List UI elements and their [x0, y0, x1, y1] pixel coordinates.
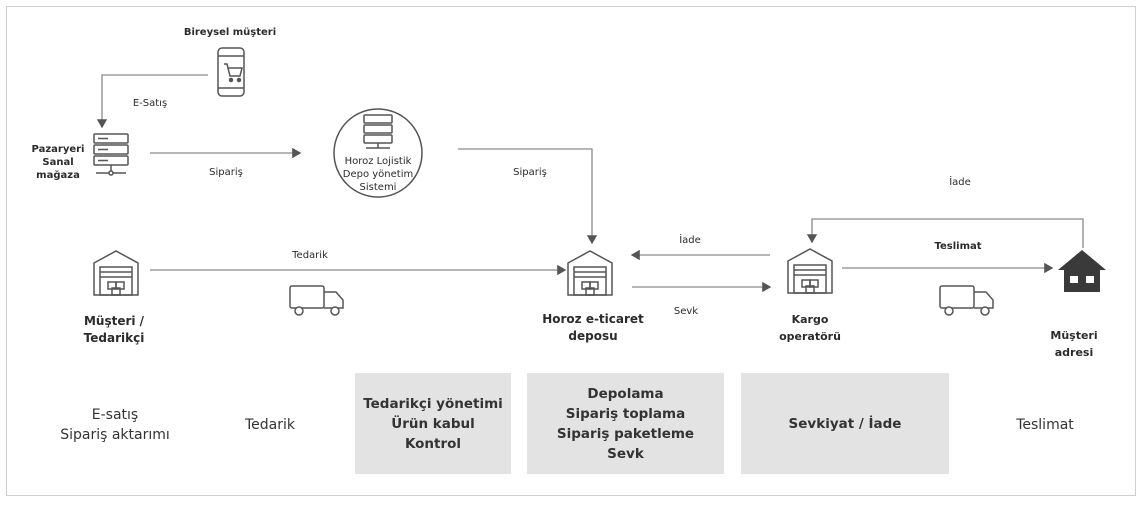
label-pazaryeri-line2: Sanal mağaza — [36, 157, 80, 181]
box-urun-kabul: Ürün kabul — [391, 415, 475, 432]
label-kargo-operatoru: Kargo operatörü — [762, 311, 858, 345]
band-e-satis-line1: E-satış — [91, 407, 139, 423]
arrow-iade-2 — [806, 218, 1084, 248]
arrow-label-siparis-1: Sipariş — [209, 167, 243, 178]
arrow-label-siparis-2: Sipariş — [513, 167, 547, 178]
label-kargo-line2: operatörü — [779, 330, 841, 343]
arrow-label-iade-1: İade — [679, 235, 701, 246]
box-tedarikci-yonetimi: Tedarikçi yönetimi Ürün kabul Kontrol — [355, 373, 511, 474]
label-pazaryeri: Pazaryeri Sanal mağaza — [20, 143, 96, 182]
warehouse-icon-kargo — [787, 248, 833, 294]
box-depolama-line1: Depolama — [587, 385, 664, 402]
smartphone-cart-icon — [217, 47, 245, 97]
label-pazaryeri-line1: Pazaryeri — [31, 144, 85, 155]
box-sevkiyat-iade-line1: Sevkiyat / İade — [788, 415, 902, 432]
wms-server-icon — [333, 108, 423, 198]
band-e-satis-line2: Sipariş aktarımı — [60, 427, 170, 443]
label-musteri-adresi-line2: adresi — [1054, 346, 1094, 359]
truck-icon-tedarik — [289, 285, 344, 316]
label-horoz-lojistik-line2: Depo yönetim — [342, 169, 414, 180]
warehouse-icon-horoz — [567, 250, 613, 296]
arrow-label-sevk: Sevk — [673, 306, 699, 317]
label-horoz-lojistik-line1: Horoz Lojistik — [344, 156, 412, 167]
warehouse-icon-supplier — [93, 250, 139, 296]
band-teslimat: Teslimat — [1016, 417, 1074, 433]
arrow-label-e-satis: E-Satış — [132, 98, 168, 109]
box-sevkiyat-iade: Sevkiyat / İade — [741, 373, 949, 474]
label-horoz-deposu-line1: Horoz e-ticaret — [542, 312, 644, 326]
label-musteri-adresi-line1: Müşteri — [1050, 329, 1098, 342]
box-sevk: Sevk — [607, 445, 644, 462]
arrow-label-teslimat: Teslimat — [934, 241, 982, 252]
label-musteri-adresi: Müşteri adresi — [1034, 327, 1114, 361]
label-horoz-lojistik: Horoz Lojistik Depo yönetim Sistemi — [330, 155, 426, 194]
box-siparis-paketleme: Sipariş paketleme — [556, 425, 695, 442]
label-horoz-lojistik-line3: Sistemi — [359, 182, 397, 193]
box-siparis-toplama: Sipariş toplama — [565, 405, 686, 422]
label-horoz-deposu: Horoz e-ticaret deposu — [538, 311, 648, 345]
server-icon — [93, 133, 129, 176]
label-musteri-tedarikci-line1: Müşteri / — [83, 314, 145, 328]
arrow-siparis-2 — [458, 148, 598, 245]
label-musteri-tedarikci-line2: Tedarikçi — [83, 331, 145, 345]
arrow-label-tedarik: Tedarik — [292, 250, 328, 261]
diagram-frame — [6, 6, 1136, 496]
label-musteri-tedarikci: Müşteri / Tedarikçi — [66, 313, 162, 347]
truck-icon-teslimat — [939, 285, 994, 316]
band-e-satis: E-satış Sipariş aktarımı — [50, 405, 180, 445]
arrow-e-satis — [96, 74, 208, 129]
house-icon — [1058, 250, 1106, 292]
box-depolama: Depolama Sipariş toplama Sipariş paketle… — [527, 373, 724, 474]
arrow-label-iade-2: İade — [949, 177, 971, 188]
band-tedarik: Tedarik — [244, 417, 295, 433]
label-bireysel-musteri: Bireysel müşteri — [183, 27, 277, 38]
box-tedarikci-yonetimi-line1: Tedarikçi yönetimi — [363, 395, 503, 412]
box-kontrol: Kontrol — [404, 435, 462, 452]
label-kargo-line1: Kargo — [791, 313, 829, 326]
label-horoz-deposu-line2: deposu — [568, 329, 618, 343]
